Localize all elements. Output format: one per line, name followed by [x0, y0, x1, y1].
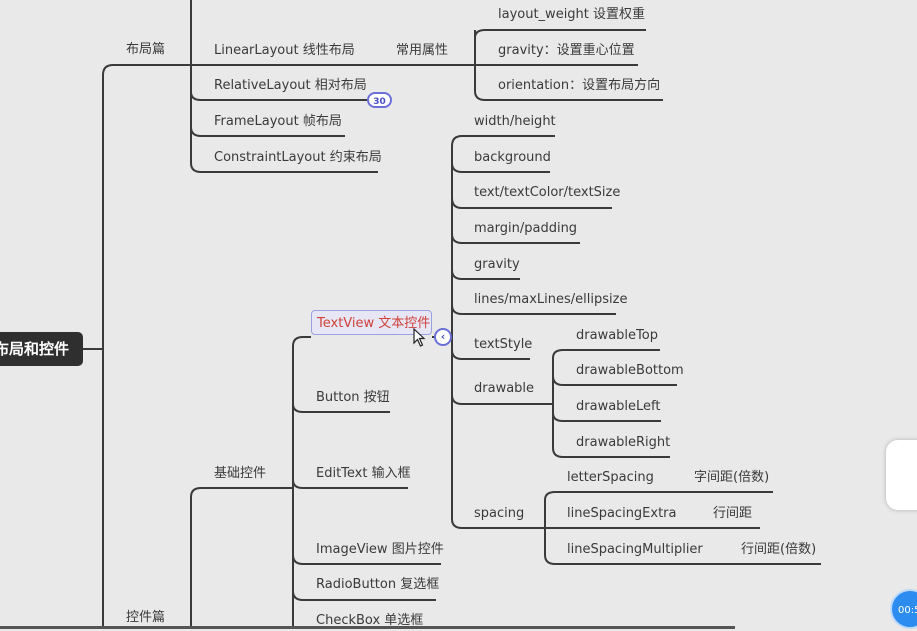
node-imageview[interactable]: ImageView 图片控件 — [316, 542, 444, 557]
node-attr-width-height[interactable]: width/height — [474, 114, 556, 129]
node-attr-drawable[interactable]: drawable — [474, 381, 535, 396]
bottom-divider — [0, 626, 735, 629]
node-attr-lines[interactable]: lines/maxLines/ellipsize — [474, 292, 628, 307]
node-attr-margin[interactable]: margin/padding — [474, 221, 578, 236]
mouse-cursor-icon — [413, 328, 426, 347]
node-edittext[interactable]: EditText 输入框 — [316, 466, 411, 481]
node-linespacingmultiplier-desc[interactable]: 行间距(倍数) — [741, 542, 817, 557]
timer-badge[interactable]: 00:5 — [890, 589, 917, 629]
branch-widgets[interactable]: 控件篇 — [126, 610, 166, 625]
root-node[interactable]: 布局和控件 — [0, 332, 83, 366]
node-drawable-left[interactable]: drawableLeft — [576, 399, 661, 414]
node-framelayout[interactable]: FrameLayout 帧布局 — [214, 114, 342, 129]
node-basic-widgets[interactable]: 基础控件 — [214, 466, 267, 481]
collapsed-count-badge[interactable]: 30 — [367, 92, 392, 108]
node-linespacingextra-desc[interactable]: 行间距 — [713, 506, 753, 521]
floating-side-widget[interactable] — [886, 440, 917, 510]
node-linearlayout[interactable]: LinearLayout 线性布局 — [214, 43, 355, 58]
node-linespacingextra[interactable]: lineSpacingExtra — [567, 506, 677, 521]
node-letterspacing-desc[interactable]: 字间距(倍数) — [694, 470, 770, 485]
node-common-attrs[interactable]: 常用属性 — [396, 43, 449, 58]
node-attr-weight[interactable]: layout_weight 设置权重 — [498, 7, 646, 22]
node-letterspacing[interactable]: letterSpacing — [567, 470, 654, 485]
node-relativelayout[interactable]: RelativeLayout 相对布局 — [214, 78, 367, 93]
node-attr-textstyle[interactable]: textStyle — [474, 337, 533, 352]
branch-layout[interactable]: 布局篇 — [126, 42, 166, 57]
node-radiobutton[interactable]: RadioButton 复选框 — [316, 577, 440, 592]
node-attr-text[interactable]: text/textColor/textSize — [474, 185, 621, 200]
node-drawable-bottom[interactable]: drawableBottom — [576, 363, 684, 378]
node-textview-selected[interactable]: TextView 文本控件 — [311, 310, 432, 335]
node-attr-background[interactable]: background — [474, 150, 551, 165]
node-button[interactable]: Button 按钮 — [316, 390, 390, 405]
node-attr-orientation[interactable]: orientation：设置布局方向 — [498, 78, 661, 93]
node-attr-gravity2[interactable]: gravity — [474, 257, 520, 272]
collapse-arrow-icon[interactable]: ‹ — [434, 328, 452, 346]
node-linespacingmultiplier[interactable]: lineSpacingMultiplier — [567, 542, 703, 557]
node-drawable-top[interactable]: drawableTop — [576, 328, 658, 343]
node-constraintlayout[interactable]: ConstraintLayout 约束布局 — [214, 150, 382, 165]
node-drawable-right[interactable]: drawableRight — [576, 435, 671, 450]
node-checkbox[interactable]: CheckBox 单选框 — [316, 613, 424, 628]
node-attr-gravity[interactable]: gravity：设置重心位置 — [498, 43, 635, 58]
node-attr-spacing[interactable]: spacing — [474, 506, 525, 521]
